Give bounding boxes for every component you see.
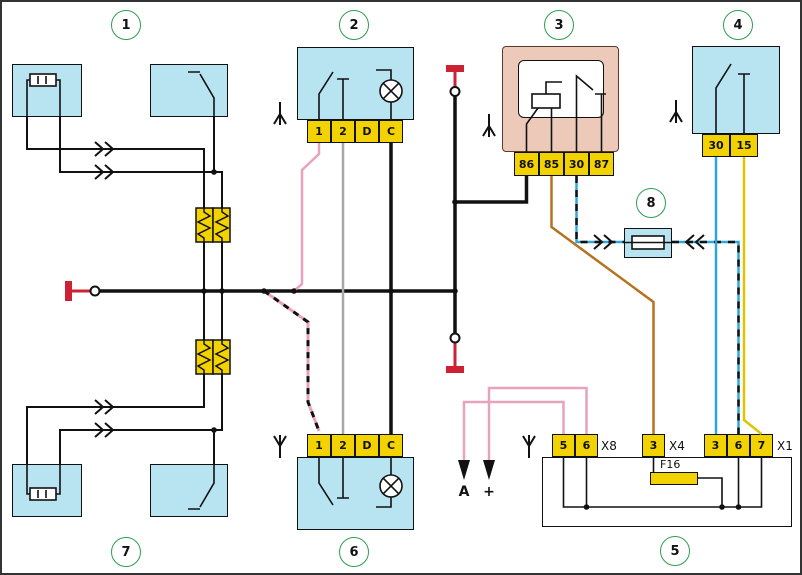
harness-wires-black: [26, 117, 223, 464]
pin-x8-5: 5: [552, 434, 575, 457]
main-wires-black: [100, 96, 529, 434]
pin-c4-15: 15: [730, 134, 758, 157]
pin-c4-30: 30: [702, 134, 730, 157]
pin-x1-7: 7: [750, 434, 773, 457]
wire-brown: [550, 176, 655, 434]
component-2-box: [297, 47, 414, 120]
callout-3: 3: [544, 10, 574, 40]
wire-pink: [293, 143, 588, 460]
callout-6: 6: [339, 537, 369, 567]
connector-label-x8: X8: [601, 439, 617, 453]
pin-c6-d: D: [355, 434, 379, 457]
callout-8: 8: [636, 188, 666, 218]
fuse-f16-label: F16: [660, 458, 681, 471]
pin-c6-1: 1: [307, 434, 331, 457]
connector-label-x4: X4: [669, 439, 685, 453]
callout-2: 2: [339, 10, 369, 40]
fuse-8-box: [624, 228, 672, 258]
twisted-pair-connectors: [195, 207, 231, 375]
relay-inner-box: [518, 60, 604, 118]
callout-1: 1: [111, 10, 141, 40]
pin-x1-6: 6: [727, 434, 750, 457]
pin-relay-87: 87: [589, 152, 614, 176]
pin-c2-1: 1: [307, 120, 331, 143]
component-1-right-box: [150, 64, 228, 117]
pin-x1-3: 3: [704, 434, 727, 457]
component-7-left-box: [12, 464, 82, 517]
output-arrow-icons: [458, 460, 495, 480]
pin-c2-2: 2: [331, 120, 355, 143]
callout-7: 7: [111, 537, 141, 567]
wire-yellow: [742, 157, 763, 435]
arrow-label-a: A: [458, 484, 470, 500]
connector-label-x1: X1: [777, 439, 793, 453]
switch-4-box: [692, 46, 780, 134]
pin-relay-30: 30: [564, 152, 589, 176]
pin-x4-3: 3: [642, 434, 665, 457]
ground-icons: [273, 100, 683, 458]
wire-black-pink-striped: [263, 289, 321, 432]
pin-c6-c: C: [379, 434, 403, 457]
component-1-left-box: [12, 64, 82, 117]
pin-c6-2: 2: [331, 434, 355, 457]
pin-c2-c: C: [379, 120, 403, 143]
callout-5: 5: [660, 536, 690, 566]
pin-x8-6: 6: [575, 434, 598, 457]
pin-relay-85: 85: [539, 152, 564, 176]
pin-c2-d: D: [355, 120, 379, 143]
callout-4: 4: [723, 10, 753, 40]
arrow-label-plus: +: [483, 484, 495, 500]
pin-relay-86: 86: [514, 152, 539, 176]
connector-arrow-icons: [94, 141, 705, 438]
component-7-right-box: [150, 464, 228, 517]
component-6-box: [297, 457, 414, 530]
fuse-f16: [650, 472, 698, 485]
